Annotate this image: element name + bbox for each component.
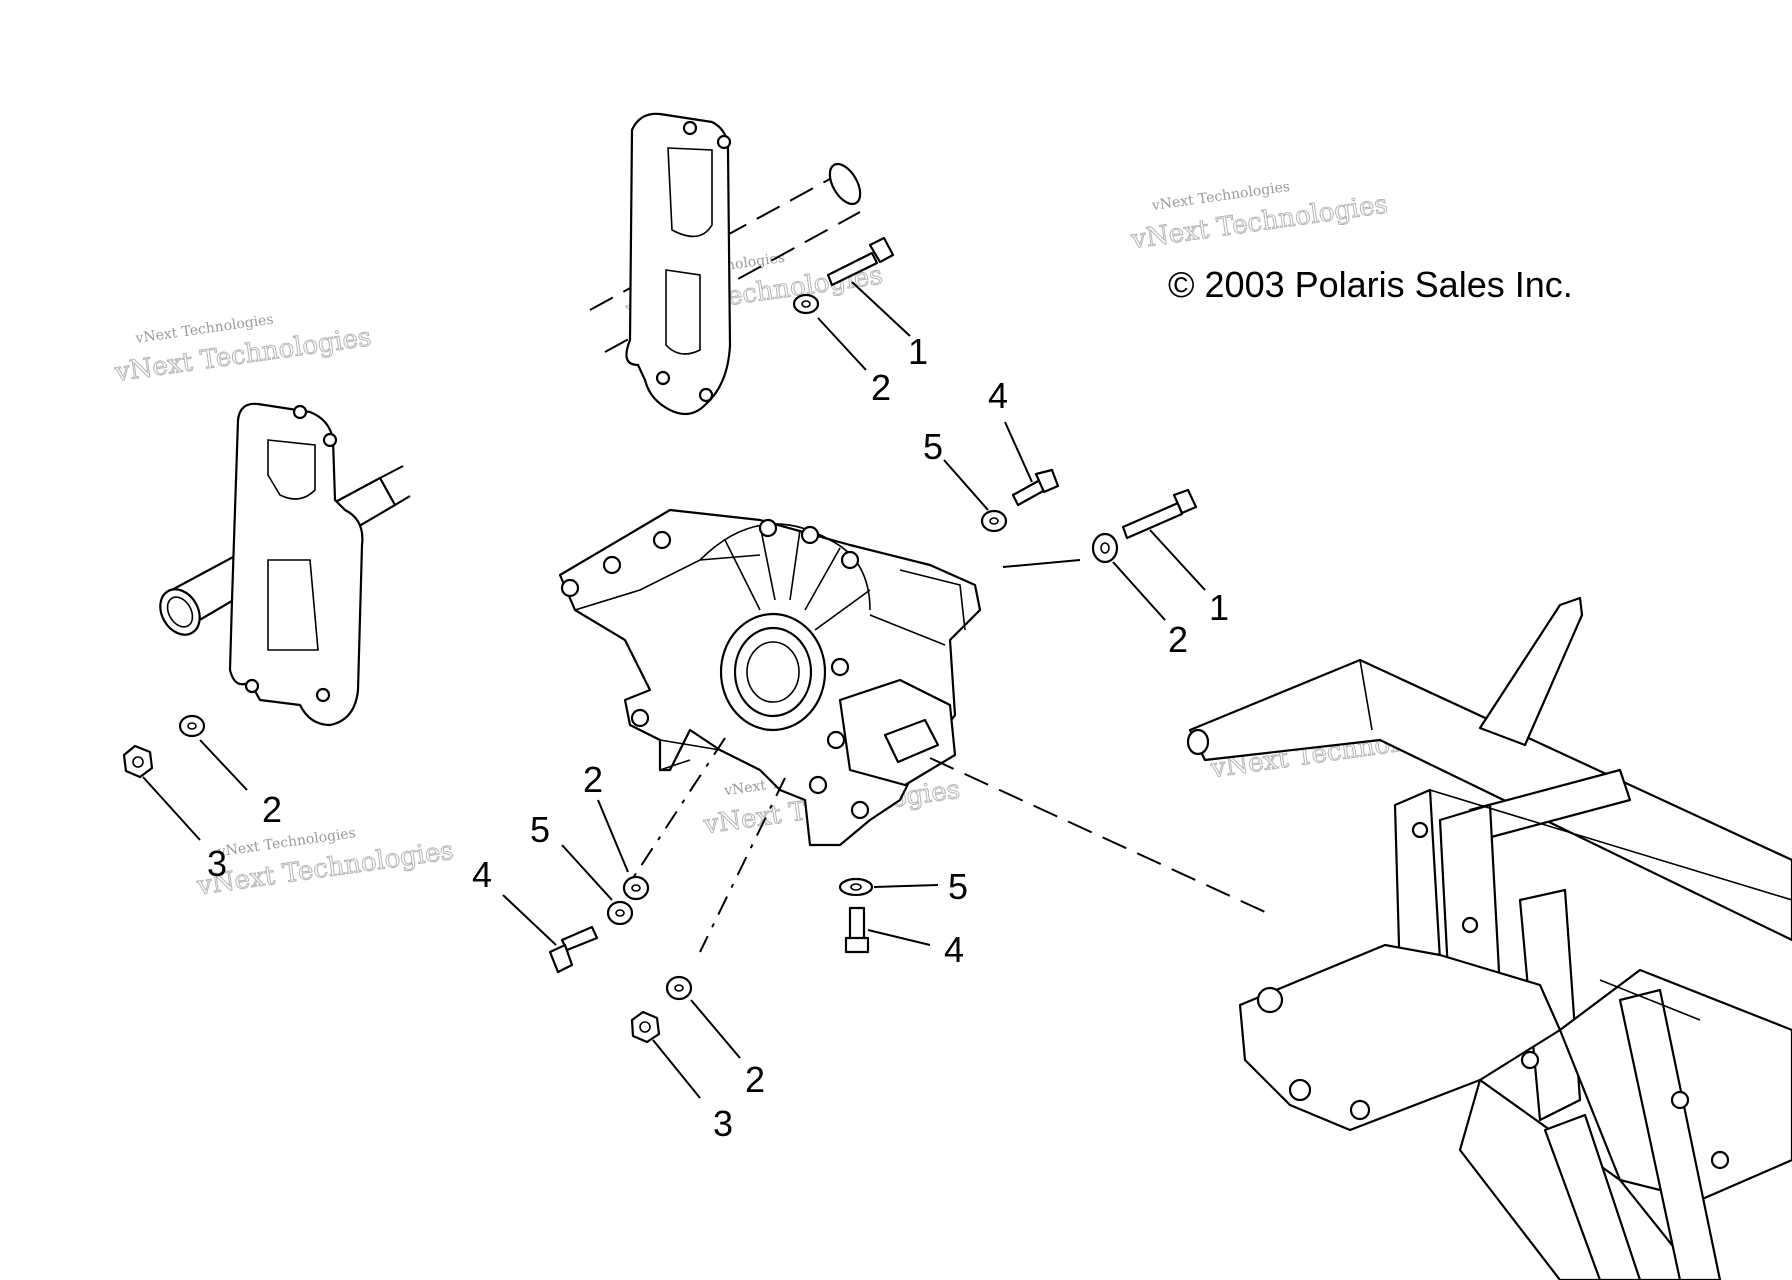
left-pivot-bracket (159, 402, 411, 727)
callout-number: 2 (745, 1059, 765, 1100)
assembly-line (929, 757, 1266, 913)
callout-number: 2 (262, 789, 282, 830)
frame (1186, 596, 1792, 1280)
watermark: vNext Technologies vNext Technologies (1128, 179, 1390, 256)
assembly-line (699, 777, 786, 953)
callout-number: 4 (944, 929, 964, 970)
upper-pivot-bracket (589, 112, 862, 416)
assembly-line (1002, 559, 1081, 568)
callout-number: 3 (713, 1103, 733, 1144)
callout-number: 2 (871, 367, 891, 408)
callout-number: 5 (923, 426, 943, 467)
callout-number: 3 (207, 843, 227, 884)
watermark: vNext Technologies vNext Technologies (194, 825, 456, 902)
callout-number: 4 (472, 854, 492, 895)
copyright-notice: © 2003 Polaris Sales Inc. (1168, 264, 1573, 305)
callout-number: 2 (1168, 619, 1188, 660)
callout-number: 4 (988, 375, 1008, 416)
leader-lines (142, 281, 1206, 1099)
watermark: vNext Technologies vNext Technologies (112, 312, 374, 389)
callout-number: 1 (1209, 587, 1229, 628)
callout-number: 1 (908, 331, 928, 372)
callout-number: 5 (948, 866, 968, 907)
callout-number: 2 (583, 759, 603, 800)
callout-number: 5 (530, 809, 550, 850)
callouts: 1 2 1 2 4 5 2 3 2 5 4 5 4 2 3 (207, 331, 1229, 1144)
gearcase (558, 508, 982, 847)
assembly-line (632, 737, 726, 879)
hardware (122, 236, 1198, 1044)
